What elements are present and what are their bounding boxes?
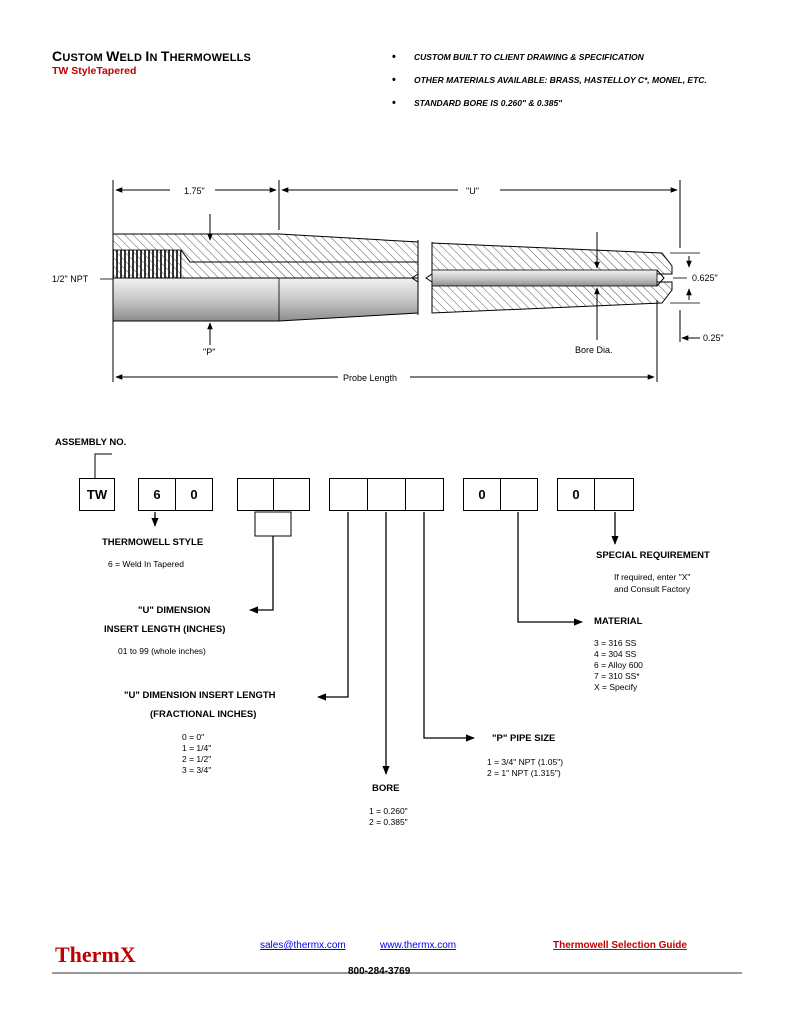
footer-divider bbox=[52, 972, 742, 974]
thermowell-drawing: 1/2" NPT 1.75" "U" 0.625" 0.25" "P" Bore… bbox=[52, 180, 724, 383]
code-box-tw[interactable]: TW bbox=[79, 478, 115, 511]
pipe-size-option: 1 = 3/4" NPT (1.05") bbox=[487, 757, 564, 767]
dim-025-label: 0.25" bbox=[703, 333, 724, 343]
feature-list: CUSTOM BUILT TO CLIENT DRAWING & SPECIFI… bbox=[390, 50, 707, 119]
u-fraction-options: 0 = 0" 1 = 1/4" 2 = 1/2" 3 = 3/4" bbox=[182, 732, 211, 776]
code-box-u-whole-1[interactable] bbox=[237, 478, 274, 511]
material-option: 6 = Alloy 600 bbox=[594, 660, 643, 670]
website-link[interactable]: www.thermx.com bbox=[380, 940, 457, 951]
u-fraction-option: 3 = 3/4" bbox=[182, 765, 212, 775]
u-fraction-option: 0 = 0" bbox=[182, 732, 205, 742]
code-box-u-whole-2[interactable] bbox=[273, 478, 310, 511]
code-box-position-9[interactable]: 0 bbox=[463, 478, 501, 511]
dim-0625-label: 0.625" bbox=[692, 273, 718, 283]
bore-option: 1 = 0.260" bbox=[369, 806, 408, 816]
dim-175-label: 1.75" bbox=[184, 186, 205, 196]
material-option: 4 = 304 SS bbox=[594, 649, 637, 659]
assembly-connectors bbox=[94, 453, 619, 775]
u-whole-subtitle: INSERT LENGTH (INCHES) bbox=[104, 624, 226, 635]
code-box-material[interactable] bbox=[500, 478, 538, 511]
feature-item: OTHER MATERIALS AVAILABLE: BRASS, HASTEL… bbox=[390, 73, 707, 96]
material-option: 7 = 310 SS* bbox=[594, 671, 640, 681]
selection-guide-link[interactable]: Thermowell Selection Guide bbox=[553, 940, 687, 951]
bore-dia-label: Bore Dia. bbox=[575, 345, 613, 355]
thermx-logo: ThermX bbox=[55, 942, 136, 967]
feature-item: STANDARD BORE IS 0.260" & 0.385" bbox=[390, 96, 707, 119]
style-title: THERMOWELL STYLE bbox=[102, 537, 204, 548]
special-line-1: If required, enter "X" bbox=[614, 572, 691, 582]
probe-length-label: Probe Length bbox=[343, 373, 397, 383]
p-label: "P" bbox=[203, 347, 215, 357]
material-title: MATERIAL bbox=[594, 616, 643, 627]
code-box-bore[interactable] bbox=[367, 478, 406, 511]
email-link[interactable]: sales@thermx.com bbox=[260, 940, 346, 951]
material-option: 3 = 316 SS bbox=[594, 638, 637, 648]
pipe-size-options: 1 = 3/4" NPT (1.05") 2 = 1" NPT (1.315") bbox=[487, 757, 563, 779]
assembly-title: ASSEMBLY NO. bbox=[55, 437, 127, 448]
u-fraction-subtitle: (FRACTIONAL INCHES) bbox=[150, 709, 257, 720]
code-box-u-fraction[interactable] bbox=[329, 478, 368, 511]
pipe-size-option: 2 = 1" NPT (1.315") bbox=[487, 768, 561, 778]
code-box-special[interactable] bbox=[594, 478, 634, 511]
special-line-2: and Consult Factory bbox=[614, 584, 691, 594]
npt-label: 1/2" NPT bbox=[52, 274, 89, 284]
code-box-position-11[interactable]: 0 bbox=[557, 478, 595, 511]
code-box-pipe-size[interactable] bbox=[405, 478, 444, 511]
code-box-style[interactable]: 6 bbox=[138, 478, 176, 511]
material-option: X = Specify bbox=[594, 682, 638, 692]
bore-options: 1 = 0.260" 2 = 0.385" bbox=[369, 806, 408, 828]
u-fraction-title: "U" DIMENSION INSERT LENGTH bbox=[124, 690, 276, 701]
feature-item: CUSTOM BUILT TO CLIENT DRAWING & SPECIFI… bbox=[390, 50, 707, 73]
page-title: CUSTOM WELD IN THERMOWELLS bbox=[52, 48, 252, 64]
style-option: 6 = Weld In Tapered bbox=[108, 559, 185, 569]
dim-u-label: "U" bbox=[466, 186, 479, 196]
special-title: SPECIAL REQUIREMENT bbox=[596, 550, 710, 561]
pipe-size-title: "P" PIPE SIZE bbox=[492, 733, 556, 744]
u-whole-title: "U" DIMENSION bbox=[138, 605, 211, 616]
u-fraction-option: 2 = 1/2" bbox=[182, 754, 212, 764]
page-subtitle: TW StyleTapered bbox=[52, 65, 137, 77]
bore-title: BORE bbox=[372, 783, 400, 794]
bore-option: 2 = 0.385" bbox=[369, 817, 408, 827]
u-whole-range: 01 to 99 (whole inches) bbox=[118, 646, 206, 656]
code-box-position-3[interactable]: 0 bbox=[175, 478, 213, 511]
phone-number: 800-284-3769 bbox=[348, 966, 411, 977]
material-options: 3 = 316 SS 4 = 304 SS 6 = Alloy 600 7 = … bbox=[594, 638, 643, 693]
u-fraction-option: 1 = 1/4" bbox=[182, 743, 212, 753]
